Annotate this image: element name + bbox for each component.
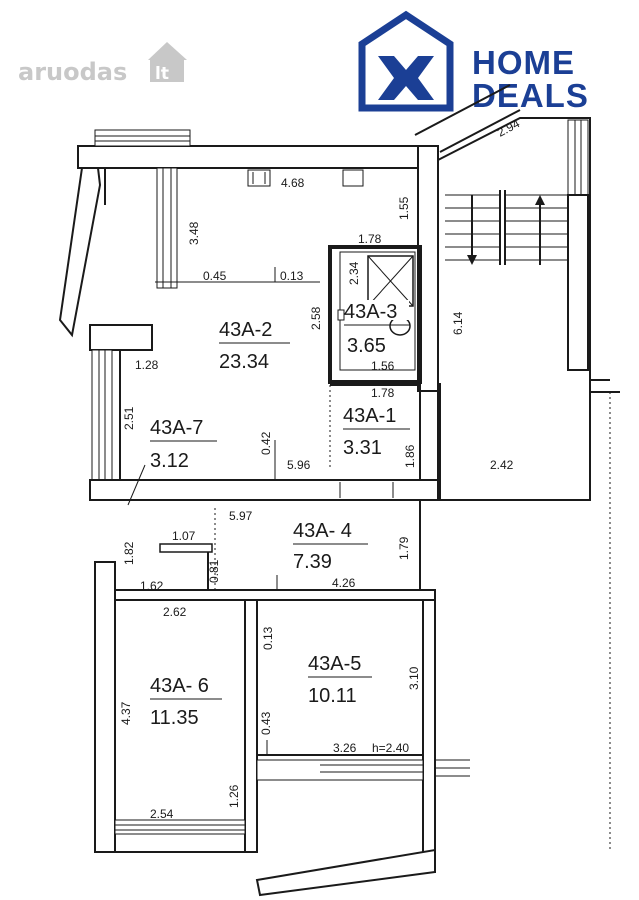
- watermark-house-icon: [150, 58, 184, 82]
- dim-label: h=2.40: [372, 741, 409, 755]
- dim-label: 1.79: [397, 536, 411, 560]
- room-43A-5: 43A-5 10.11: [308, 653, 372, 707]
- dim-label: 2.42: [490, 458, 514, 472]
- dim-label: 3.48: [187, 221, 201, 245]
- dim-label: 5.96: [287, 458, 311, 472]
- sink-icon: [342, 169, 364, 187]
- room-43A-3: 43A-3 3.65: [344, 300, 410, 357]
- dimension-labels: 2.94 4.68 1.55 3.48 1.78 0.45 0.13 2.34 …: [119, 116, 522, 821]
- room-area: 3.65: [347, 335, 386, 357]
- dim-label: 4.68: [281, 176, 305, 190]
- closet-partition: [159, 543, 213, 553]
- dim-label: 4.37: [119, 701, 133, 725]
- room-label: 43A-2: [219, 319, 272, 341]
- dim-label: 2.34: [347, 261, 361, 285]
- dim-label: 1.78: [371, 386, 395, 400]
- stairs: [445, 190, 570, 265]
- room-area: 7.39: [293, 551, 332, 573]
- aruodas-watermark: aruodas lt: [18, 42, 187, 86]
- balcony-bottom: [255, 848, 436, 897]
- dim-label: 0.13: [280, 269, 304, 283]
- room-label: 43A-7: [150, 417, 203, 439]
- wall-left-column: [89, 324, 153, 351]
- dim-label: 4.26: [332, 576, 356, 590]
- room-43A-1: 43A-1 3.31: [343, 405, 410, 459]
- dim-label: 5.97: [229, 509, 253, 523]
- room-label: 43A-3: [344, 301, 397, 323]
- dim-label: 3.26: [333, 741, 357, 755]
- dim-label: 0.43: [259, 711, 273, 735]
- balcony-left-top: [58, 167, 102, 338]
- dim-label: 1.55: [397, 196, 411, 220]
- room-43A-2: 43A-2 23.34: [219, 319, 290, 373]
- dim-label: 1.78: [358, 232, 382, 246]
- dim-label: 2.51: [122, 406, 136, 430]
- wall-right-lower: [422, 599, 436, 873]
- wall-top: [77, 145, 424, 169]
- bathroom-walls: [328, 245, 422, 384]
- room-area: 3.31: [343, 437, 382, 459]
- room-area: 11.35: [150, 707, 199, 729]
- wall-left-lower: [94, 561, 116, 853]
- dim-label: 1.62: [140, 579, 164, 593]
- room-area: 10.11: [308, 685, 357, 707]
- dim-label: 1.82: [122, 541, 136, 565]
- room-area: 23.34: [219, 351, 269, 373]
- dim-label: 6.14: [451, 311, 465, 335]
- stove-icon: [247, 169, 271, 187]
- wall-corridor: [89, 479, 441, 501]
- dim-label: 1.26: [227, 784, 241, 808]
- dim-label: 2.58: [309, 306, 323, 330]
- stairwell: [437, 117, 591, 501]
- dim-label: 0.81: [207, 559, 221, 583]
- dim-label: 2.62: [163, 605, 187, 619]
- room-43A-6: 43A- 6 11.35: [150, 675, 222, 729]
- dim-label: 1.86: [403, 444, 417, 468]
- brand-line1: HOME: [472, 44, 575, 81]
- house-x-icon: [358, 10, 454, 112]
- dim-label: 1.07: [172, 529, 196, 543]
- room-label: 43A- 6: [150, 675, 209, 697]
- watermark-suffix: lt: [155, 64, 169, 84]
- room-label: 43A-1: [343, 405, 396, 427]
- room-43A-7: 43A-7 3.12: [150, 417, 217, 472]
- home-deals-logo: HOME DEALS: [358, 10, 588, 114]
- dim-label: 2.54: [150, 807, 174, 821]
- wall-6-5-divider: [244, 599, 258, 853]
- watermark-text: aruodas: [18, 58, 127, 86]
- room-label: 43A- 4: [293, 520, 352, 542]
- room-area: 3.12: [150, 450, 189, 472]
- dim-label: 0.42: [259, 431, 273, 455]
- dim-label: 0.13: [261, 626, 275, 650]
- dim-label: 1.28: [135, 358, 159, 372]
- room-43A-4: 43A- 4 7.39: [293, 520, 368, 573]
- dim-label: 1.56: [371, 359, 395, 373]
- dim-label: 0.45: [203, 269, 227, 283]
- room-label: 43A-5: [308, 653, 361, 675]
- dim-label: 3.10: [407, 666, 421, 690]
